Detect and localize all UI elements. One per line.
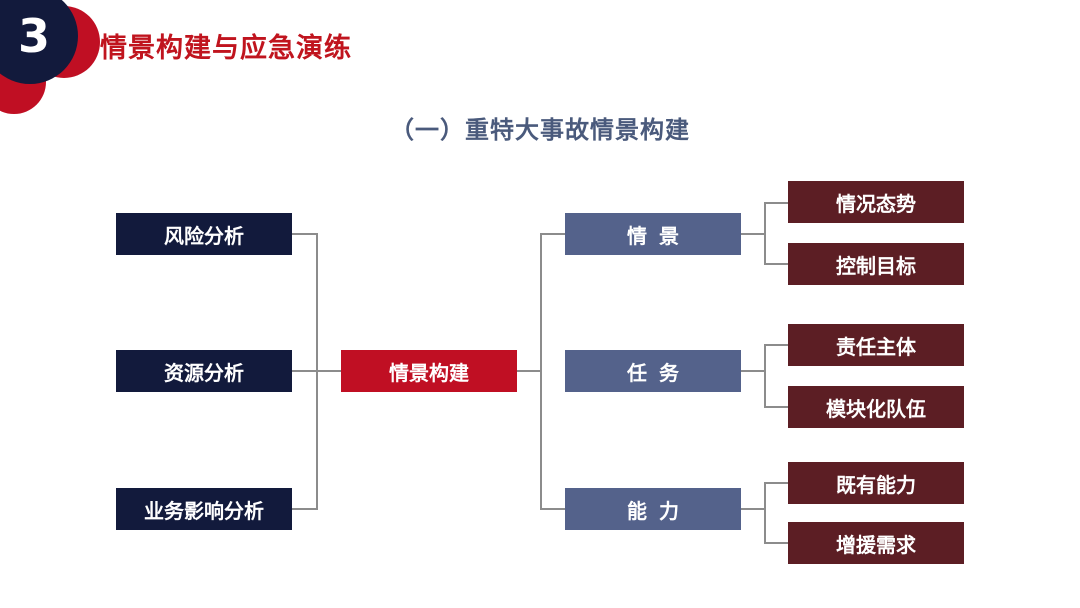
page-subtitle: （一）重特大事故情景构建 [390, 116, 690, 144]
connector-branch-1-bracket [764, 202, 788, 265]
connector-branch-3-bracket [764, 482, 788, 544]
input-business-impact-analysis: 业务影响分析 [116, 488, 292, 530]
branch-capability: 能力 [565, 488, 741, 530]
branch-task: 任务 [565, 350, 741, 392]
leaf-reinforcement-demand: 增援需求 [788, 522, 964, 564]
leaf-existing-capability: 既有能力 [788, 462, 964, 504]
leaf-modular-team: 模块化队伍 [788, 386, 964, 428]
connector-right-bracket [540, 233, 565, 510]
section-number: 3 [17, 9, 50, 63]
leaf-situation: 情况态势 [788, 181, 964, 223]
section-title: 情景构建与应急演练 [100, 33, 352, 64]
branch-scenario: 情景 [565, 213, 741, 255]
leaf-control-objective: 控制目标 [788, 243, 964, 285]
corner-decoration [0, 0, 100, 114]
input-risk-analysis: 风险分析 [116, 213, 292, 255]
connector-branch-2-bracket [764, 344, 788, 408]
leaf-responsible-party: 责任主体 [788, 324, 964, 366]
center-scenario-construction: 情景构建 [341, 350, 517, 392]
input-resource-analysis: 资源分析 [116, 350, 292, 392]
